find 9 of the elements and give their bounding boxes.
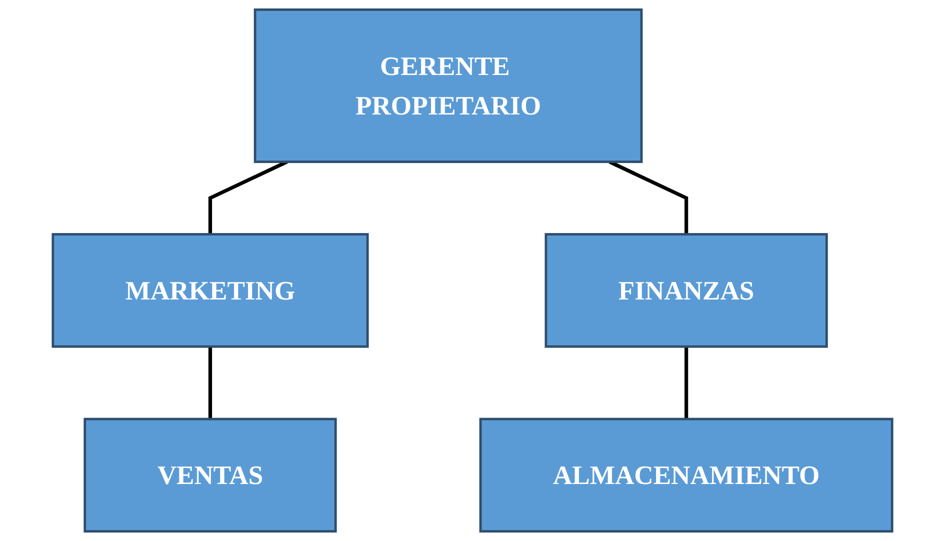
node-box: FINANZAS	[544, 233, 828, 348]
connector	[208, 346, 212, 420]
connector	[684, 346, 688, 420]
connector	[208, 160, 288, 234]
node-box: MARKETING	[52, 233, 369, 348]
node-box: ALMACENAMIENTO	[479, 418, 894, 533]
connector	[608, 160, 688, 234]
node-box: VENTAS	[84, 418, 337, 533]
node-box: GERENTE PROPIETARIO	[254, 8, 643, 164]
